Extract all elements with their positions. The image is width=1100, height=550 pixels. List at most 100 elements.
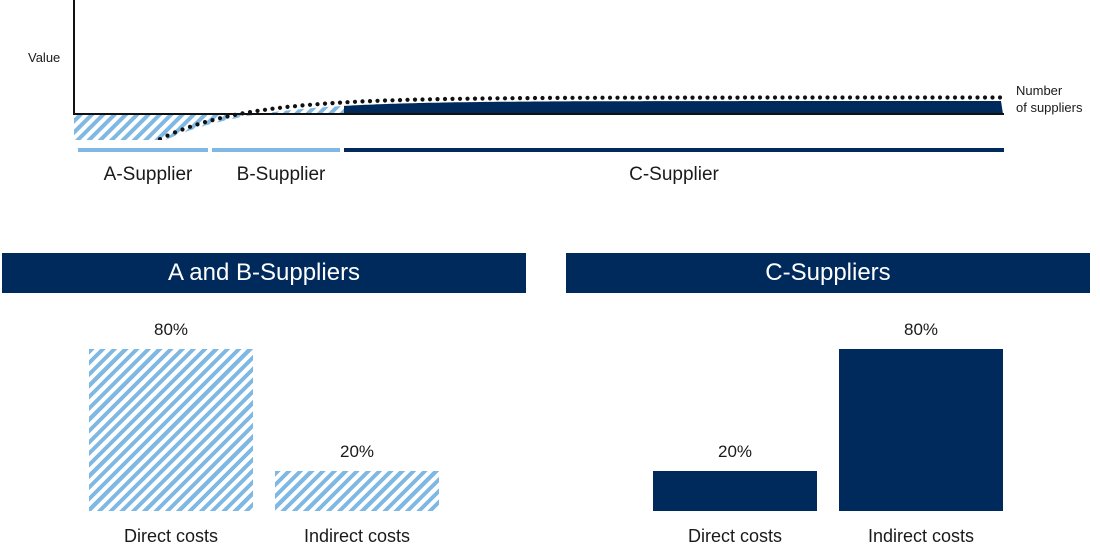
curve-dot [495,96,500,101]
curve-dot [555,95,560,100]
curve-dot [990,95,995,100]
segment-line-a [78,148,208,152]
curve-dot [877,95,883,100]
curve-dot [795,95,800,100]
ab-suppliers-banner: A and B-Suppliers [2,253,526,293]
curve-dot [645,95,650,100]
curve-dot [247,110,253,115]
curve-dot [307,102,313,107]
curve-dot [390,98,395,103]
curve-dot [322,101,328,106]
curve-dot [922,95,928,100]
curve-dot [292,104,298,109]
curve-dot [907,95,913,100]
c-direct-value-label: 20% [717,441,753,461]
segment-label-a: A-Supplier [103,164,193,185]
curve-dot [465,96,470,101]
curve-dot [997,95,1003,100]
curve-dot [855,95,860,100]
curve-dot [405,97,410,102]
ab-indirect-costs-bar [275,470,439,511]
curve-dot [787,95,793,100]
curve-dot [517,96,523,101]
curve-dot [277,105,283,110]
segment-line-b [212,148,340,152]
curve-dot [705,95,710,100]
curve-dot [772,95,778,100]
curve-dot [585,95,590,100]
ab-indirect-costs-label: Indirect costs [303,526,411,546]
curve-dot [607,95,613,100]
y-axis-label: Value [28,50,61,65]
curve-dot [960,95,965,100]
value-curve-chart [73,0,1004,140]
curve-dot [615,95,620,100]
curve-dot [427,97,433,102]
curve-dot [622,95,628,100]
ab-direct-costs-bar [89,349,253,511]
curve-dot [750,95,755,100]
curve-dot [982,95,988,100]
c-direct-costs-bar [653,470,817,511]
curve-dot [952,95,958,100]
curve-dot [210,118,215,123]
curve-dot [195,122,200,127]
curve-dot [270,106,275,111]
curve-dot [397,98,403,103]
segment-label-b: B-Supplier [236,164,326,185]
curve-dot [202,120,208,125]
curve-dot [600,95,605,100]
curve-dot [967,95,973,100]
curve-dot [742,95,748,100]
curve-dotted-line [157,95,1003,140]
curve-dot [187,124,193,129]
curve-dot [810,95,815,100]
curve-dot [165,133,170,138]
segment-label-c: C-Supplier [629,164,719,185]
curve-dot [487,96,493,101]
curve-dot [630,95,635,100]
curve-dot [892,95,898,100]
ab-direct-value-label: 80% [153,320,189,339]
c-suppliers-banner: C-Suppliers [566,253,1090,293]
curve-dot [435,97,440,102]
curve-dot [337,100,343,105]
curve-dot [765,95,770,100]
ab-supplier-area [74,105,344,140]
curve-dot [780,95,785,100]
curve-dot [720,95,725,100]
curve-dot [412,97,418,102]
curve-dot [502,96,508,101]
curve-dot [570,95,575,100]
segment-line-c [344,148,1004,152]
curve-dot [225,114,230,119]
curve-dot [915,95,920,100]
curve-dot [900,95,905,100]
curve-dot [457,96,463,101]
curve-dot [825,95,830,100]
x-axis-label-line1: Number [1016,83,1063,98]
curve-dot [360,99,365,104]
curve-dot [285,104,290,109]
curve-dot [450,96,455,101]
c-indirect-value-label: 80% [903,320,939,339]
curve-dot [847,95,853,100]
curve-dot [712,95,718,100]
curve-dot [592,95,598,100]
curve-dot [690,95,695,100]
curve-dot [510,96,515,101]
curve-dot [540,95,545,101]
curve-dot [885,95,890,100]
curve-dot [562,95,568,100]
curve-dot [532,95,538,101]
curve-dot [547,95,553,100]
curve-dot [262,107,268,112]
curve-dot [330,101,335,106]
curve-dot [675,95,680,100]
curve-dot [352,99,358,104]
curve-dot [577,95,583,100]
curve-dot [480,96,485,101]
curve-dot [652,95,658,100]
curve-dot [667,95,673,100]
curve-dot [442,96,448,102]
